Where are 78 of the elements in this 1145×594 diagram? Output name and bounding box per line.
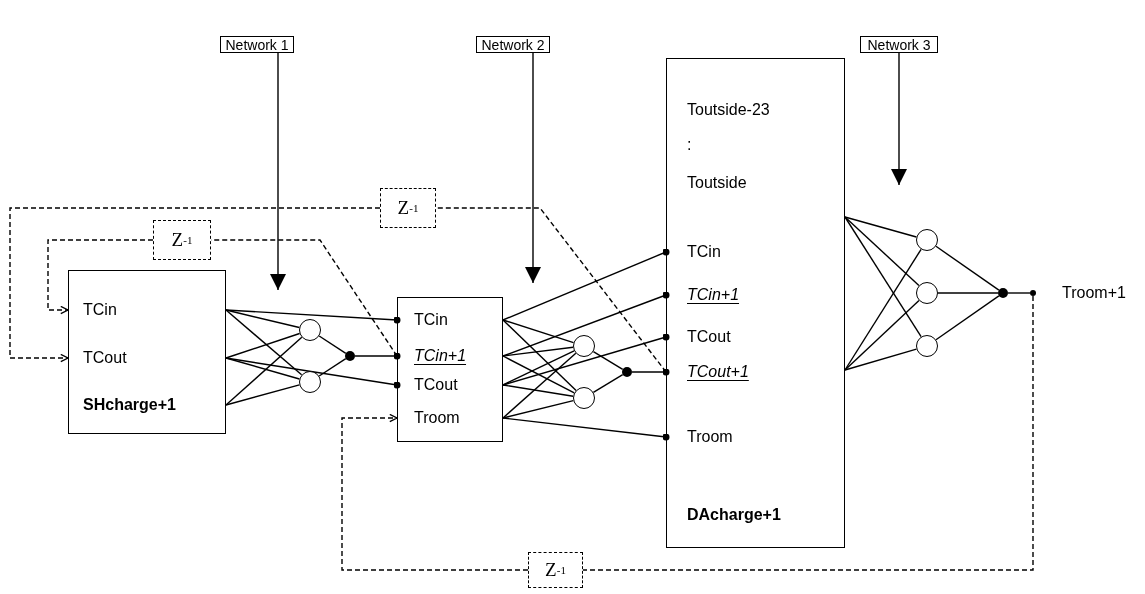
input-label: TCout+1 xyxy=(665,360,846,383)
connection-line xyxy=(844,248,922,371)
connection-line xyxy=(502,333,670,386)
input-label: TCout xyxy=(67,346,227,369)
neuron-circle xyxy=(299,319,321,341)
feedback-line xyxy=(9,207,381,363)
input-label: DAcharge+1 xyxy=(665,503,846,526)
feedback-line xyxy=(435,207,667,373)
input-label: Toutside xyxy=(665,171,846,194)
connection-line xyxy=(844,216,922,338)
connection-line xyxy=(502,291,670,357)
delay-box: Z$^{-1}$ xyxy=(528,552,583,588)
connection-line xyxy=(844,216,920,287)
input-label: Toutside-23 xyxy=(665,98,846,121)
feedback-line xyxy=(47,239,154,315)
delay-box: Z$^{-1}$ xyxy=(153,220,211,260)
neuron-circle xyxy=(299,371,321,393)
neuron-circle xyxy=(573,335,595,357)
connection-line xyxy=(225,332,301,359)
input-label: Troom xyxy=(396,406,504,429)
connection-line xyxy=(502,319,577,392)
input-box xyxy=(68,270,226,434)
input-box xyxy=(666,58,845,548)
input-label: TCin xyxy=(67,298,227,321)
connection-line xyxy=(937,292,999,294)
pointer-arrow xyxy=(891,52,907,186)
connection-line xyxy=(502,417,670,441)
input-box xyxy=(397,297,503,442)
network-label: Network 2 xyxy=(476,36,550,53)
connection-line xyxy=(502,355,575,394)
input-label: TCout xyxy=(665,325,846,348)
network-label: Network 1 xyxy=(220,36,294,53)
connection-line xyxy=(354,352,401,360)
connection-line xyxy=(225,309,401,324)
input-label: SHcharge+1 xyxy=(67,393,227,416)
feedback-line xyxy=(341,413,529,571)
neuron-circle xyxy=(573,387,595,409)
connection-line xyxy=(502,319,575,344)
connection-line xyxy=(502,399,574,419)
input-label: TCout xyxy=(396,373,504,396)
connection-line xyxy=(225,384,301,406)
network-label: Network 3 xyxy=(860,36,938,53)
connection-line xyxy=(502,248,670,321)
delay-box: Z$^{-1}$ xyxy=(380,188,436,228)
input-label: Troom xyxy=(665,425,846,448)
connection-line xyxy=(592,351,624,371)
connection-line xyxy=(1007,292,1031,294)
junction-dot xyxy=(345,351,355,361)
connection-line xyxy=(935,245,1000,291)
junction-dot xyxy=(1030,290,1036,296)
connection-line xyxy=(225,309,303,376)
junction-dot xyxy=(998,288,1008,298)
neuron-circle xyxy=(916,335,938,357)
output-label: Troom+1 xyxy=(1062,283,1126,303)
connection-line xyxy=(502,384,574,397)
input-label: TCin+1 xyxy=(396,344,504,367)
junction-dot xyxy=(622,367,632,377)
neuron-circle xyxy=(916,229,938,251)
pointer-arrow xyxy=(270,52,286,291)
input-label: TCin xyxy=(665,240,846,263)
input-label: TCin+1 xyxy=(665,283,846,306)
neuron-circle xyxy=(916,282,938,304)
connection-line xyxy=(318,335,347,354)
connection-line xyxy=(592,373,624,393)
connection-line xyxy=(225,357,401,389)
connection-line xyxy=(502,352,577,419)
feedback-line xyxy=(582,295,1034,571)
connection-line xyxy=(844,348,918,371)
connection-line xyxy=(225,336,303,406)
input-label: : xyxy=(665,133,846,156)
connection-line xyxy=(935,295,1000,341)
input-label: TCin xyxy=(396,308,504,331)
connection-line xyxy=(844,299,920,371)
connection-line xyxy=(844,216,918,238)
pointer-arrow xyxy=(525,52,541,284)
connection-line xyxy=(631,368,670,376)
connection-line xyxy=(318,358,347,377)
connection-line xyxy=(502,350,575,386)
